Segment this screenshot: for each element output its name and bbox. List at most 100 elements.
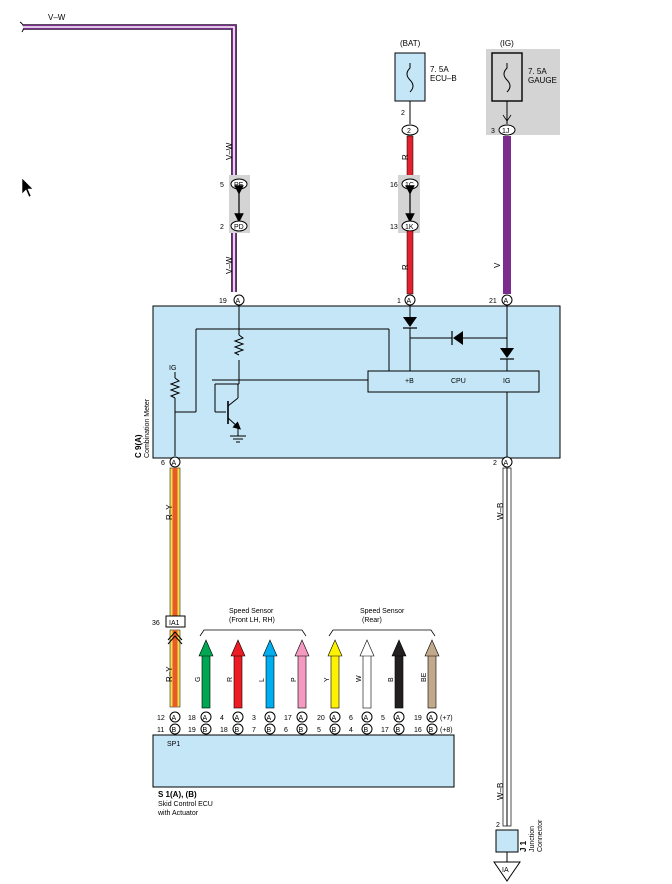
extra-b: (+8) [440, 727, 453, 734]
wire-rr-minus [427, 653, 437, 709]
color-label-fl-plus: G [195, 677, 202, 682]
pin-b-conn-rr-plus: B [396, 727, 401, 734]
wire-violet [503, 136, 511, 294]
bat-connector: 2 [407, 128, 411, 135]
sp1-pin-a [169, 711, 181, 723]
pin-b-rr-plus [393, 723, 405, 735]
mouse-cursor-icon [21, 177, 34, 198]
pin-b-conn-fr-minus: B [299, 727, 304, 734]
pin-a-conn-fr-plus: A [267, 715, 272, 722]
meter-pin1-conn: A [407, 298, 412, 305]
ecu-name1: Skid Control ECU [158, 801, 213, 808]
ecu-code: S 1(A), (B) [158, 790, 197, 799]
pd-num: 2 [220, 224, 224, 231]
pin-a-conn-fl-minus: A [235, 715, 240, 722]
wire-fl-minus [233, 653, 243, 709]
pin-b-fr-plus [264, 723, 276, 735]
pe-code: PE [234, 182, 244, 189]
pin-b-num-fr-plus: 7 [252, 727, 256, 734]
combination-meter: A 19 A 1 A 21 IG +B CPU [134, 294, 561, 468]
pin-b-num-fl-plus: 19 [188, 727, 196, 734]
meter-code: C 9(A) [134, 434, 143, 458]
wb-lower-label: W–B [496, 783, 505, 800]
meter-pin2-conn: A [504, 460, 509, 467]
meter-pin6: 6 [161, 460, 165, 467]
extra-a: (+7) [440, 715, 453, 722]
color-label-rl-plus: Y [324, 677, 331, 682]
pin-a-conn-rr-minus: A [429, 715, 434, 722]
ry-upper-label: R–Y [165, 504, 174, 520]
meter-pin21-conn: A [504, 298, 509, 305]
pin-a-num-fl-minus: 4 [220, 715, 224, 722]
sp1-conn-b: B [172, 727, 177, 734]
ig-pin-num: 3 [491, 128, 495, 135]
cpu-ig: IG [503, 378, 510, 385]
skid-control-ecu: SP1 S 1(A), (B) Skid Control ECU with Ac… [152, 734, 455, 817]
sp1-conn-a: A [172, 715, 177, 722]
wire-fr-plus [265, 653, 275, 709]
v-label: V [493, 262, 502, 268]
sp1-pin-b [169, 723, 181, 735]
pin-b-num-fl-minus: 18 [220, 727, 228, 734]
junction-block-1c-1k: 1C 16 1K 13 [390, 175, 420, 233]
arrow-rl-minus [359, 639, 375, 657]
arrow-rl-plus [327, 639, 343, 657]
pin-a-rr-minus [426, 711, 438, 723]
ig-rating: 7. 5A [528, 67, 547, 76]
r-upper-label: R [401, 154, 410, 160]
sensor-channels: GA18B19FL+RA4B18FL–LA3B7FR+PA17B6FR–YA20… [188, 639, 440, 748]
pin-a-num-fr-plus: 3 [252, 715, 256, 722]
pin-b-fl-minus [232, 723, 244, 735]
pin-a-conn-rl-plus: A [332, 715, 337, 722]
pin-b-rr-minus [426, 723, 438, 735]
arrow-fr-minus [294, 639, 310, 657]
color-label-rr-minus: BE [421, 672, 428, 682]
pin-b-conn-rr-minus: B [429, 727, 434, 734]
meter-pin21: 21 [489, 298, 497, 305]
pin-a-rl-plus [329, 711, 341, 723]
pin-b-conn-rl-plus: B [332, 727, 337, 734]
pin-b-num-rr-minus: 16 [414, 727, 422, 734]
meter-pin19: 19 [219, 298, 227, 305]
ia1-box [165, 615, 186, 628]
arrow-fl-minus [230, 639, 246, 657]
wire-fr-minus [297, 653, 307, 709]
color-label-rr-plus: B [388, 677, 395, 682]
j1-name2: Connector [537, 819, 544, 852]
vw-upper-label: V–W [225, 142, 234, 160]
1c-num: 16 [390, 182, 398, 189]
cpu-plus-b: +B [405, 378, 414, 385]
r-lower-label: R [401, 264, 410, 270]
1k-code: 1K [405, 224, 414, 231]
meter-pin6-conn: A [172, 460, 177, 467]
pin-a-num-rr-minus: 19 [414, 715, 422, 722]
sp1-num-b: 11 [157, 727, 164, 734]
pe-num: 5 [220, 182, 224, 189]
pin-a-num-fl-plus: 18 [188, 715, 196, 722]
vw-lower-label: V–W [225, 256, 234, 274]
1k-num: 13 [390, 224, 398, 231]
pin-a-conn-rr-plus: A [396, 715, 401, 722]
wire-rl-plus [330, 653, 340, 709]
sensor-bracket-front: Speed Sensor (Front LH, RH) [199, 608, 307, 637]
pin-a-num-rr-plus: 5 [381, 715, 385, 722]
rear-sensor-line1: Speed Sensor [360, 608, 405, 615]
color-label-rl-minus: W [356, 675, 363, 682]
meter-pin2: 2 [493, 460, 497, 467]
j1-code: J 1 [519, 840, 528, 852]
bat-pin-top: 2 [401, 110, 405, 117]
arrow-fl-plus [198, 639, 214, 657]
pin-b-conn-rl-minus: B [364, 727, 369, 734]
color-label-fl-minus: R [227, 677, 234, 682]
pin-a-conn-fr-minus: A [299, 715, 304, 722]
wire-fl-plus [201, 653, 211, 709]
bat-source: (BAT) [400, 39, 421, 48]
ecu-sp1: SP1 [167, 741, 180, 748]
1c-code: 1C [405, 182, 414, 189]
meter-ig-small: IG [169, 365, 176, 372]
fuse-ecu-b: (BAT) 7. 5A ECU–B 2 2 [394, 39, 457, 136]
wire-w-b [502, 467, 512, 827]
pin-a-fl-minus [232, 711, 244, 723]
pin-b-num-rl-minus: 4 [349, 727, 353, 734]
top-vw-wire: V–W [19, 13, 237, 292]
